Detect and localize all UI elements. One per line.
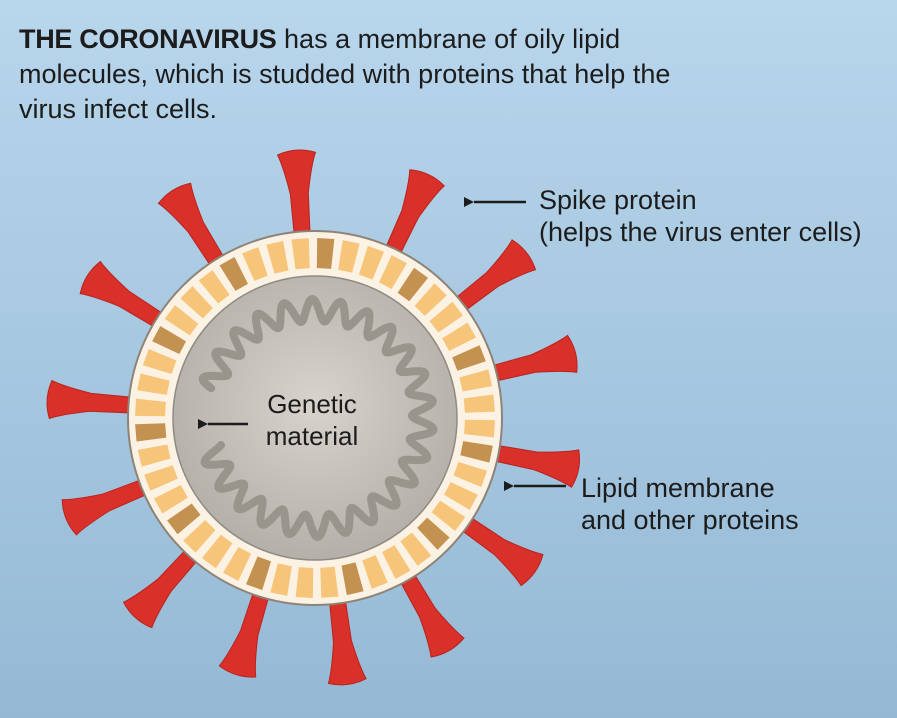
membrane-segment [341, 562, 364, 596]
membrane-segment [338, 240, 360, 273]
genetic-label-line2: material [265, 421, 359, 451]
membrane-segment [414, 283, 447, 316]
membrane-segment [295, 567, 314, 598]
membrane-segment [223, 546, 252, 581]
membrane-segment [183, 520, 216, 553]
membrane-segment [378, 255, 407, 290]
genetic-label-line1: Genetic [267, 389, 357, 419]
membrane-segment [320, 566, 339, 598]
membrane-segment [242, 247, 268, 281]
membrane-segment [144, 465, 178, 491]
membrane-segment [152, 326, 187, 355]
membrane-segment [453, 461, 488, 487]
membrane-segment [142, 349, 177, 375]
membrane-segment [417, 517, 450, 550]
membrane-segment [443, 481, 478, 510]
membrane-segment [460, 441, 493, 463]
membrane-segment [316, 238, 335, 269]
lipid-label-line2: and other proteins [581, 505, 799, 535]
genetic-material-label: Genetic material [232, 388, 392, 452]
membrane-segment [135, 423, 167, 442]
intro-body: has a membrane of oily lipid molecules, … [19, 24, 671, 124]
membrane-segment [459, 369, 493, 392]
membrane-segment [429, 301, 463, 333]
membrane-segment [198, 270, 230, 304]
genetic-material-strand [198, 295, 438, 541]
membrane-segment [397, 267, 429, 302]
membrane-segment [382, 545, 411, 580]
membrane-segment [362, 555, 388, 589]
lipid-label-line1: Lipid membrane [581, 473, 775, 503]
membrane-segment [137, 373, 170, 395]
membrane-segment [135, 398, 166, 417]
membrane-segment [201, 534, 233, 569]
membrane-segment [358, 245, 384, 280]
membrane-segment [153, 485, 188, 514]
membrane-segment [431, 500, 466, 532]
membrane-segment [270, 563, 292, 596]
intro-text: THE CORONAVIRUS has a membrane of oily l… [19, 22, 719, 127]
lipid-membrane [135, 238, 495, 598]
membrane-segment [266, 240, 289, 274]
membrane-segment [291, 238, 310, 270]
spike-label-line1: Spike protein [539, 185, 697, 215]
membrane-segment [400, 532, 432, 566]
membrane-segment [180, 286, 213, 319]
membrane-segment [463, 394, 495, 413]
membrane-segment [167, 503, 201, 535]
membrane-segment [464, 419, 495, 438]
membrane-segment [219, 256, 248, 291]
membrane-segment [137, 444, 171, 467]
membrane-segment [164, 304, 199, 336]
membrane-segment [452, 345, 486, 371]
membrane-segment [442, 322, 477, 351]
spike-protein-label: Spike protein (helps the virus enter cel… [539, 184, 862, 248]
spike-label-line2: (helps the virus enter cells) [539, 217, 862, 247]
lipid-membrane-label: Lipid membrane and other proteins [581, 472, 799, 536]
membrane-segment [246, 556, 272, 591]
intro-lead: THE CORONAVIRUS [19, 24, 277, 54]
